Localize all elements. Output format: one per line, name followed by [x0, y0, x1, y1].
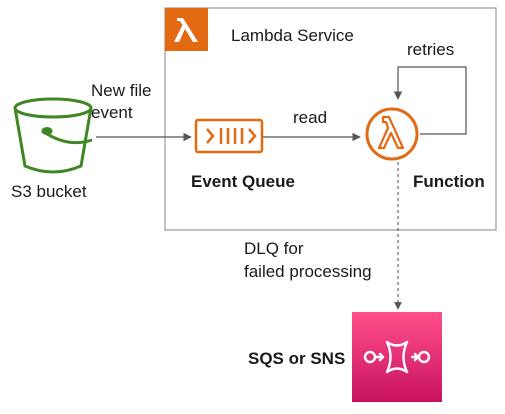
sqs-icon	[352, 312, 442, 402]
dlq-label-line2: failed processing	[244, 262, 372, 281]
function-label: Function	[413, 172, 485, 191]
retries-label: retries	[407, 40, 454, 59]
read-label: read	[293, 108, 327, 127]
lambda-service-title: Lambda Service	[231, 26, 354, 45]
event-queue-label: Event Queue	[191, 172, 295, 191]
lambda-icon	[365, 107, 419, 161]
bucket-icon	[13, 97, 93, 174]
retries-loop-arrow	[393, 66, 467, 135]
dlq-label-line1: DLQ for	[244, 239, 304, 258]
sqs-or-sns-label: SQS or SNS	[248, 349, 345, 368]
new-file-event-label-line2: event	[91, 103, 133, 122]
lambda-service-logo-icon	[165, 8, 208, 51]
lambda-service-box	[164, 7, 497, 231]
s3-bucket-label: S3 bucket	[11, 182, 87, 201]
queue-icon	[194, 118, 264, 154]
new-file-event-label-line1: New file	[91, 81, 151, 100]
